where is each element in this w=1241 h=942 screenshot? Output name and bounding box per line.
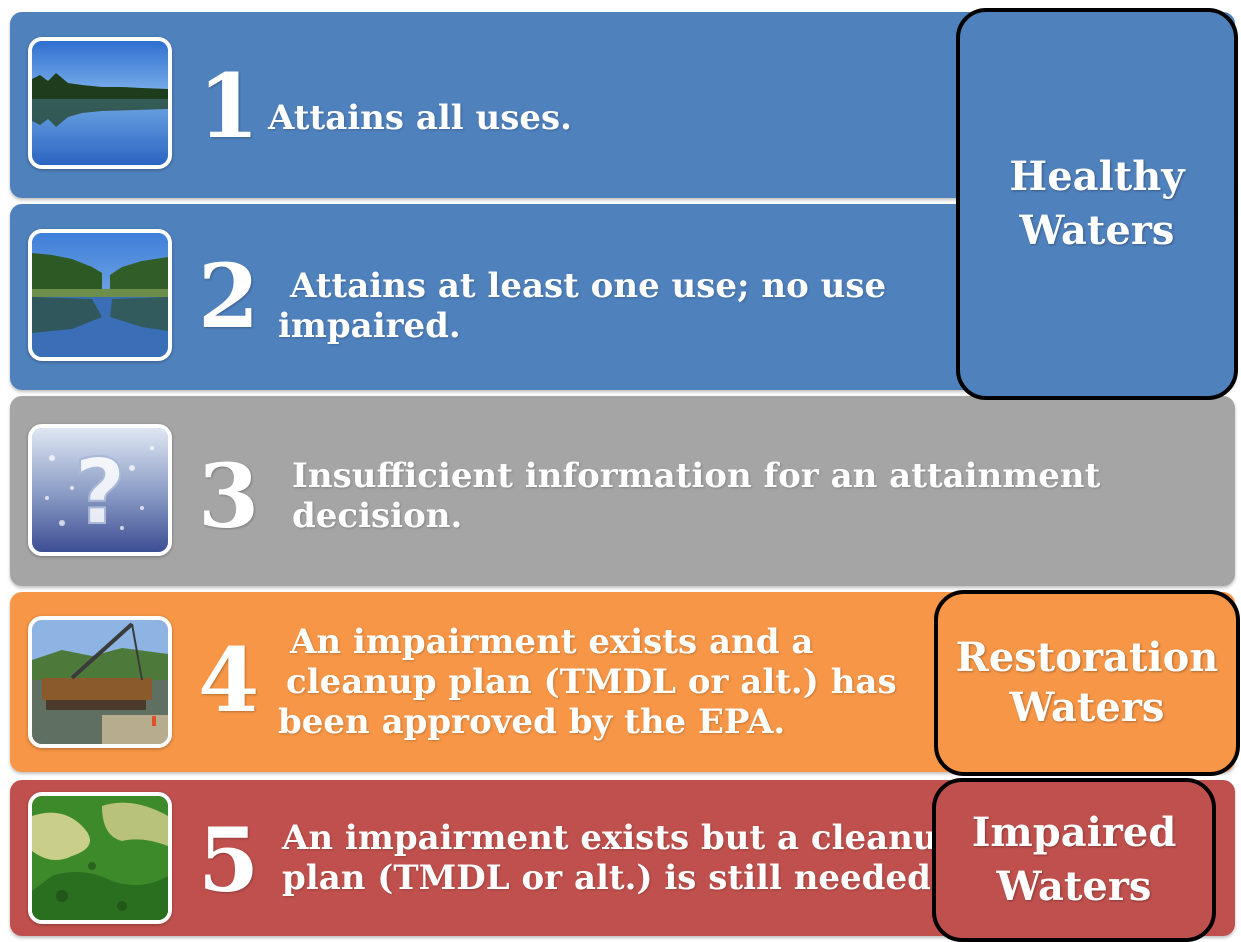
svg-text:?: ? xyxy=(74,440,126,545)
category-3-band: ? 3 Insufficient information for an atta… xyxy=(10,396,1235,586)
category-number: 4 xyxy=(198,628,260,732)
question-mark-ice-image: ? xyxy=(28,424,172,556)
category-number: 1 xyxy=(198,54,260,158)
description-line: An impairment exists and a xyxy=(290,622,814,662)
lake-reflection-image xyxy=(28,37,172,169)
description-line: cleanup plan (TMDL or alt.) has xyxy=(286,662,897,702)
category-number: 3 xyxy=(198,444,260,548)
category-description: An impairment exists and a cleanup plan … xyxy=(278,622,897,742)
restoration-waters-group: Restoration Waters xyxy=(934,590,1240,776)
healthy-waters-group: Healthy Waters xyxy=(956,8,1238,400)
category-description: An impairment exists but a cleanup plan … xyxy=(282,818,961,898)
description-line: been approved by the EPA. xyxy=(278,702,786,742)
group-label: Healthy Waters xyxy=(1009,153,1185,254)
description-line: Insufficient information for an attainme… xyxy=(292,456,1101,496)
category-number: 5 xyxy=(198,808,260,912)
algae-water-image xyxy=(28,792,172,924)
canal-trees-image xyxy=(28,229,172,361)
description-line: An impairment exists but a cleanup xyxy=(282,818,962,858)
category-description: Attains at least one use; no use impaire… xyxy=(278,266,886,346)
category-number: 2 xyxy=(198,244,260,348)
impaired-waters-group: Impaired Waters xyxy=(932,778,1216,942)
description-line: impaired. xyxy=(278,306,461,346)
description-line: Attains at least one use; no use xyxy=(290,266,887,306)
construction-barge-image xyxy=(28,616,172,748)
category-description: Insufficient information for an attainme… xyxy=(292,456,1100,536)
group-label: Impaired Waters xyxy=(971,809,1177,910)
description-line: plan (TMDL or alt.) is still needed. xyxy=(282,858,943,898)
category-description: Attains all uses. xyxy=(268,98,572,138)
description-line: Attains all uses. xyxy=(268,98,573,138)
description-line: decision. xyxy=(292,496,463,536)
group-label: Restoration Waters xyxy=(955,634,1219,731)
